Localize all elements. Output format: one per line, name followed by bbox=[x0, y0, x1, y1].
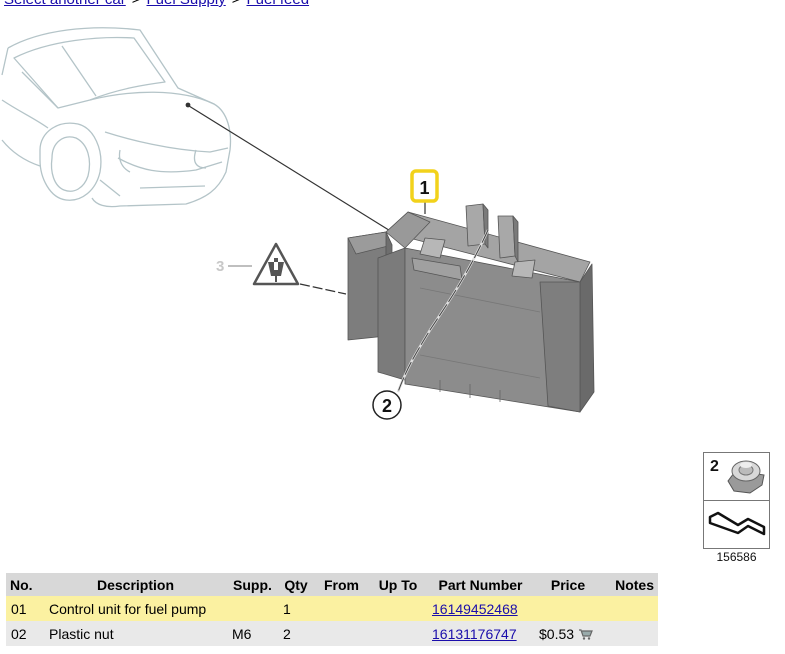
row-price bbox=[534, 596, 602, 621]
row-description: Control unit for fuel pump bbox=[44, 596, 227, 621]
breadcrumb: Select another car > Fuel Supply > Fuel feed bbox=[4, 0, 309, 8]
callout-2-label: 2 bbox=[382, 396, 392, 416]
part-number-link[interactable]: 16131176747 bbox=[432, 625, 517, 642]
row-no: 02 bbox=[6, 621, 44, 646]
breadcrumb-fuel-supply[interactable]: Fuel Supply bbox=[147, 0, 226, 8]
esd-warning-icon bbox=[252, 242, 300, 286]
callout-1-box[interactable] bbox=[410, 169, 439, 203]
row-from bbox=[314, 621, 369, 646]
row-qty: 1 bbox=[278, 596, 314, 621]
leader-line bbox=[188, 105, 393, 233]
svg-text:2: 2 bbox=[710, 458, 719, 475]
row-supp bbox=[227, 596, 278, 621]
row-notes bbox=[602, 621, 658, 646]
col-no: No. bbox=[6, 573, 44, 596]
control-unit-illustration bbox=[347, 203, 595, 413]
table-header-row: No. Description Supp. Qty From Up To Par… bbox=[6, 573, 658, 596]
row-from bbox=[314, 596, 369, 621]
breadcrumb-separator: > bbox=[132, 0, 141, 8]
car-outline bbox=[1, 27, 232, 208]
price-value: $0.53 bbox=[539, 625, 575, 642]
row-upto bbox=[369, 596, 427, 621]
row-no: 01 bbox=[6, 596, 44, 621]
cart-icon[interactable] bbox=[578, 628, 593, 640]
breadcrumb-select-car[interactable]: Select another car bbox=[4, 0, 126, 8]
breadcrumb-separator: > bbox=[232, 0, 241, 8]
plastic-nut-icon: 2 bbox=[710, 458, 765, 494]
col-qty: Qty bbox=[278, 573, 314, 596]
row-part-number: 16131176747 bbox=[427, 621, 534, 646]
table-row[interactable]: 01 Control unit for fuel pump 1 16149452… bbox=[6, 596, 658, 621]
thumbnail-plastic-nut[interactable]: 2 bbox=[703, 452, 770, 501]
callout-3-leader bbox=[299, 283, 347, 295]
row-price: $0.53 bbox=[534, 621, 602, 646]
col-supp: Supp. bbox=[227, 573, 278, 596]
callout-3-label: 3 bbox=[216, 258, 224, 275]
col-description: Description bbox=[44, 573, 227, 596]
col-from: From bbox=[314, 573, 369, 596]
thumbnail-symbol[interactable] bbox=[703, 501, 770, 549]
arrow-symbol-icon bbox=[708, 511, 766, 536]
col-upto: Up To bbox=[369, 573, 427, 596]
table-row[interactable]: 02 Plastic nut M6 2 16131176747 $0.53 bbox=[6, 621, 658, 646]
row-notes bbox=[602, 596, 658, 621]
col-notes: Notes bbox=[602, 573, 658, 596]
callout-1-label: 1 bbox=[419, 178, 429, 198]
row-part-number: 16149452468 bbox=[427, 596, 534, 621]
col-part-number: Part Number bbox=[427, 573, 534, 596]
row-qty: 2 bbox=[278, 621, 314, 646]
part-number-link[interactable]: 16149452468 bbox=[432, 600, 518, 617]
row-description: Plastic nut bbox=[44, 621, 227, 646]
diagram-image-number: 156586 bbox=[716, 550, 757, 564]
thumbnail-panel: 2 156586 bbox=[703, 452, 770, 564]
parts-diagram: 1 2 3 bbox=[1, 27, 595, 420]
callout-2-circle[interactable] bbox=[372, 390, 402, 420]
breadcrumb-fuel-feed[interactable]: Fuel feed bbox=[247, 0, 310, 8]
row-upto bbox=[369, 621, 427, 646]
col-price: Price bbox=[534, 573, 602, 596]
parts-table: No. Description Supp. Qty From Up To Par… bbox=[6, 573, 658, 646]
row-supp: M6 bbox=[227, 621, 278, 646]
